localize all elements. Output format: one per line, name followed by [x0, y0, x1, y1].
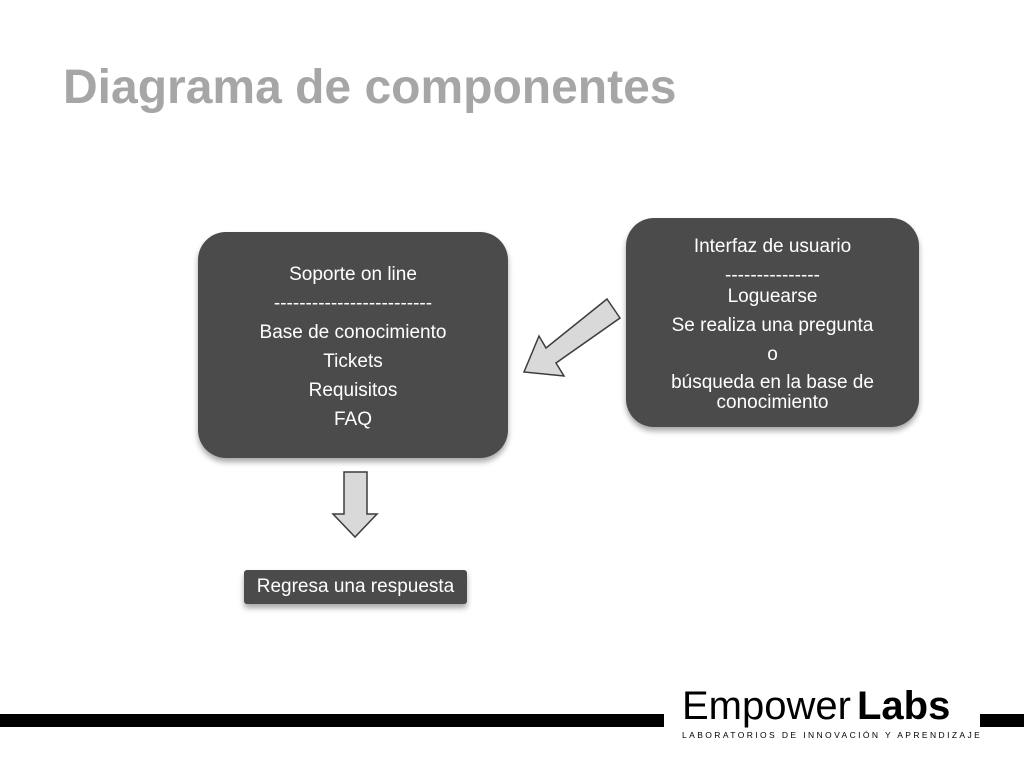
- interfaz-line-o: o: [767, 344, 778, 365]
- interfaz-line-pregunta: Se realiza una pregunta: [671, 315, 874, 336]
- interfaz-line-busqueda: búsqueda en la base de conocimiento: [671, 372, 874, 413]
- soporte-online-box: Soporte on line ------------------------…: [198, 232, 508, 458]
- logo-word-empower: Empower: [682, 684, 851, 728]
- interfaz-separator: ---------------: [725, 265, 820, 286]
- logo-word-labs: Labs: [856, 684, 951, 728]
- respuesta-box: Regresa una respuesta: [244, 570, 467, 604]
- soporte-item-tickets: Tickets: [323, 351, 383, 372]
- page-title: Diagrama de componentes: [63, 61, 677, 114]
- interfaz-line-loguearse: Loguearse: [727, 286, 818, 307]
- arrow-soporte-to-respuesta: [331, 471, 379, 539]
- logo-tagline: LABORATORIOS DE INNOVACIÓN Y APRENDIZAJE: [682, 730, 983, 740]
- footer-bar-left: [0, 714, 664, 727]
- arrow-interfaz-to-soporte: [522, 297, 622, 377]
- soporte-separator: -------------------------: [273, 293, 433, 314]
- soporte-item-faq: FAQ: [333, 409, 372, 430]
- soporte-item-base-conocimiento: Base de conocimiento: [259, 322, 447, 343]
- soporte-title: Soporte on line: [289, 264, 417, 285]
- soporte-item-requisitos: Requisitos: [308, 380, 398, 401]
- interfaz-title: Interfaz de usuario: [693, 236, 852, 257]
- interfaz-usuario-box: Interfaz de usuario --------------- Logu…: [626, 218, 919, 427]
- footer-bar-right: [980, 714, 1024, 727]
